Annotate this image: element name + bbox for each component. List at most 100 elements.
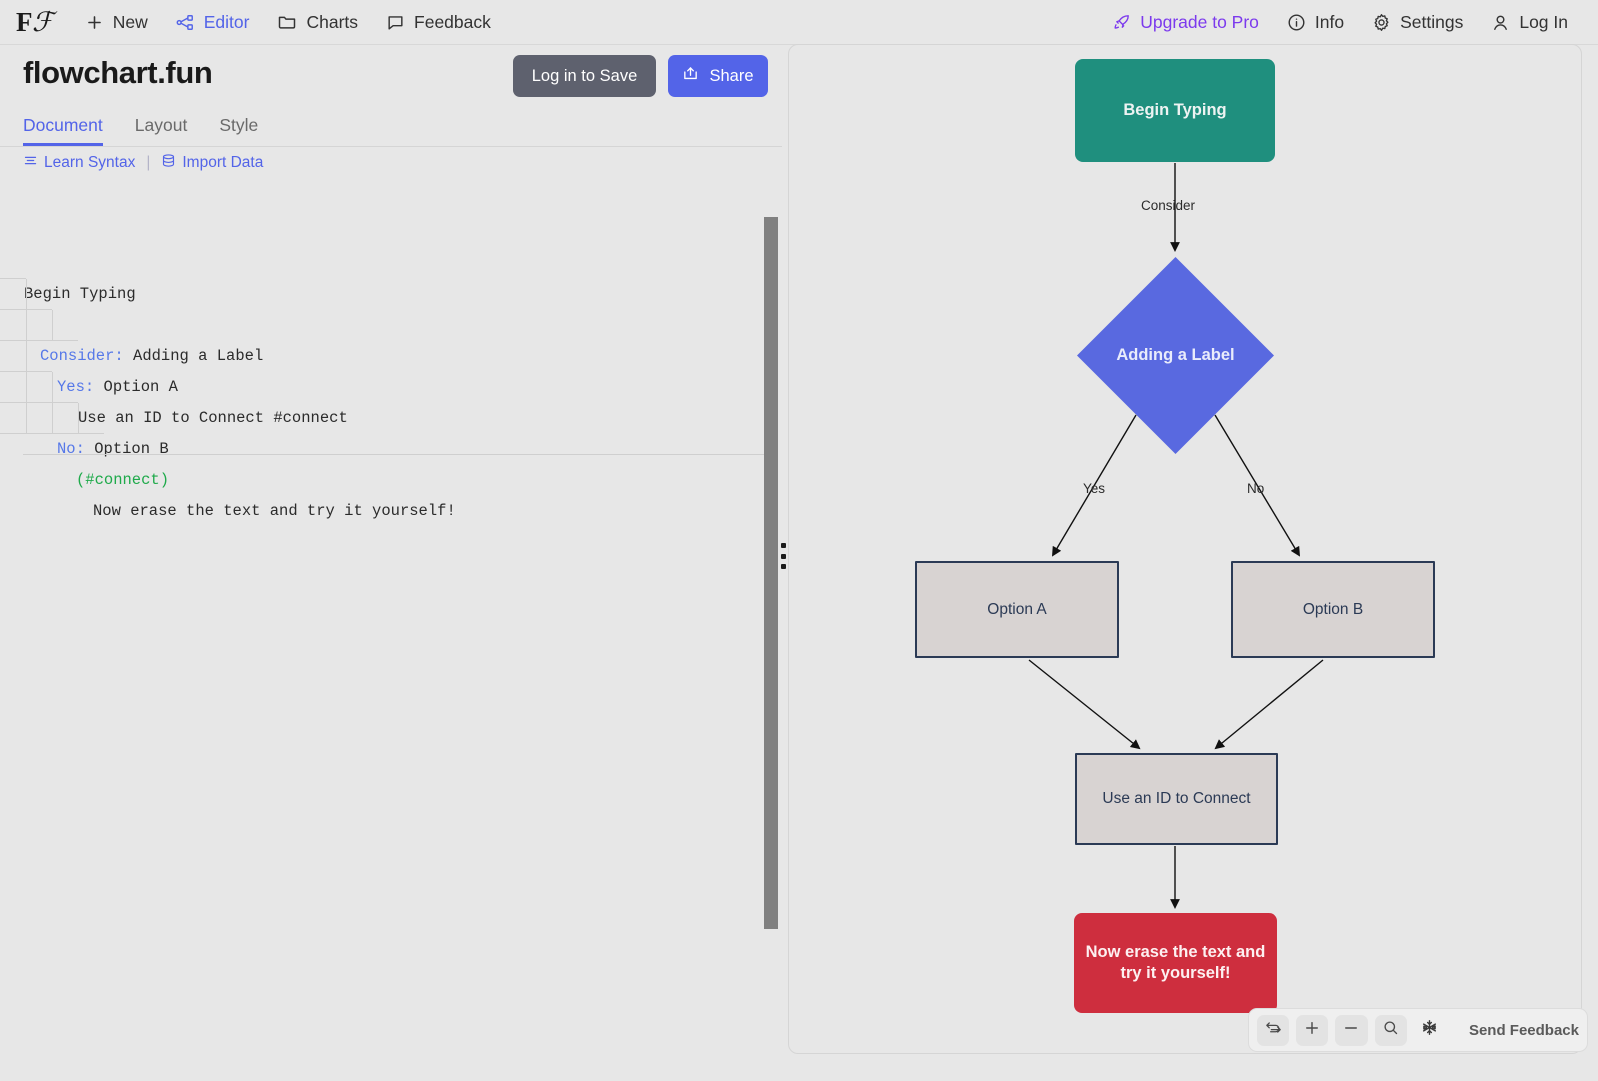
node-label: Option A — [987, 600, 1047, 618]
editor-scrollbar-thumb[interactable] — [764, 217, 778, 929]
editor-line-text: Use an ID to Connect #connect — [78, 409, 348, 427]
gear-icon — [1372, 13, 1391, 32]
indent-guides — [0, 310, 78, 341]
flowchart-canvas[interactable]: Begin Typing Adding a Label Option A Opt… — [788, 44, 1582, 1054]
share-button-label: Share — [709, 66, 754, 85]
graph-icon — [176, 13, 195, 32]
tab-document[interactable]: Document — [23, 116, 103, 146]
rocket-icon — [1112, 13, 1131, 32]
nav-item-settings-label: Settings — [1400, 11, 1464, 32]
panel-resize-handle[interactable] — [779, 543, 787, 569]
page-title: flowchart.fun — [23, 55, 213, 90]
zoom-in-button[interactable] — [1296, 1014, 1329, 1046]
plus-icon — [1303, 1019, 1321, 1042]
indent-guides — [0, 341, 52, 372]
nav-item-upgrade-to-pro[interactable]: Upgrade to Pro — [1098, 6, 1273, 39]
nav-item-info-label: Info — [1314, 11, 1345, 32]
editor-line[interactable] — [0, 434, 782, 465]
node-use-an-id-to-connect[interactable]: Use an ID to Connect — [1075, 753, 1278, 845]
editor-line[interactable]: Use an ID to Connect #connect — [0, 310, 782, 427]
editor-line[interactable]: (#connect) — [0, 372, 782, 489]
nav-item-feedback[interactable]: Feedback — [372, 6, 505, 39]
handle-dot — [780, 543, 786, 548]
learn-syntax-link[interactable]: Learn Syntax — [23, 153, 135, 173]
editor-keyword: No: — [57, 440, 85, 458]
nav-item-upgrade-label: Upgrade to Pro — [1140, 11, 1259, 32]
search-icon — [1382, 1019, 1399, 1041]
editor-line-body: Option B — [94, 440, 169, 458]
node-label: Begin Typing — [1123, 101, 1227, 120]
node-begin-typing[interactable]: Begin Typing — [1075, 59, 1275, 162]
share-button[interactable]: Share — [668, 55, 768, 97]
editor-line-body: Option A — [103, 378, 178, 396]
handle-dot — [780, 564, 786, 569]
nav-item-settings[interactable]: Settings — [1358, 6, 1477, 39]
zoom-out-button[interactable] — [1335, 1014, 1368, 1046]
node-label: Use an ID to Connect — [1102, 790, 1251, 808]
user-icon — [1491, 13, 1510, 32]
edge-label-no: No — [1247, 481, 1265, 496]
reset-layout-button[interactable] — [1257, 1014, 1290, 1046]
editor-line[interactable]: Yes: Option A — [0, 279, 782, 396]
zoom-fit-button[interactable] — [1374, 1014, 1407, 1046]
edge-label-yes: Yes — [1083, 481, 1106, 496]
editor-keyword: Yes: — [57, 378, 95, 396]
node-option-a[interactable]: Option A — [915, 561, 1119, 658]
editor-line-text: Yes: Option A — [0, 372, 782, 403]
folder-icon — [277, 12, 297, 32]
tab-layout[interactable]: Layout — [134, 114, 188, 135]
edge-label-consider: Consider — [1141, 198, 1196, 213]
nav-item-charts[interactable]: Charts — [263, 6, 372, 39]
canvas-toolbar: Send Feedback — [1248, 1008, 1588, 1052]
list-icon — [23, 153, 38, 173]
editor-line-text: No: Option B — [0, 434, 782, 465]
handle-dot — [780, 553, 786, 559]
reset-icon — [1265, 1019, 1282, 1041]
import-data-link[interactable]: Import Data — [161, 153, 263, 173]
top-navigation-bar: Fℱ New Editor — [0, 0, 1598, 45]
nav-item-log-in[interactable]: Log In — [1477, 6, 1582, 39]
send-feedback-button[interactable]: Send Feedback — [1468, 1021, 1579, 1039]
editor-bottom-divider — [23, 454, 768, 455]
node-label: Now erase the text and try it yourself! — [1085, 943, 1266, 982]
node-label: Option B — [1302, 600, 1364, 618]
plus-icon — [85, 13, 104, 32]
editor-sublinks: Learn Syntax | Import Data — [23, 153, 263, 173]
document-title-row: flowchart.fun Log in to Save Share — [0, 45, 782, 107]
editor-line[interactable]: Begin Typing — [0, 217, 782, 303]
log-in-to-save-button[interactable]: Log in to Save — [513, 55, 656, 97]
nav-item-info[interactable]: Info — [1273, 6, 1358, 39]
nav-item-editor[interactable]: Editor — [162, 6, 264, 39]
sublink-separator: | — [146, 154, 151, 171]
code-editor[interactable]: Begin Typing Consider: Adding a Label Ye… — [0, 217, 782, 520]
editor-line[interactable]: Consider: Adding a Label — [0, 248, 782, 365]
nav-right-group: Upgrade to Pro Info Settings Log In — [1098, 6, 1598, 39]
editor-keyword: Consider: — [40, 347, 124, 365]
nav-item-new[interactable]: New — [71, 6, 162, 39]
node-now-erase-the-text[interactable]: Now erase the text and try it yourself! — [1074, 913, 1277, 1013]
app-logo[interactable]: Fℱ — [16, 6, 53, 37]
nav-item-new-label: New — [112, 11, 148, 32]
editor-tabs: Document Layout Style — [0, 107, 782, 147]
editor-line[interactable]: Now erase the text and try it yourself! — [0, 403, 782, 520]
flowchart-edges — [1028, 163, 1324, 909]
tab-style[interactable]: Style — [219, 114, 259, 135]
freeze-button[interactable] — [1414, 1015, 1446, 1046]
indent-guides — [0, 403, 104, 434]
snowflake-icon — [1421, 1019, 1438, 1041]
editor-line-text: Consider: Adding a Label — [0, 341, 782, 372]
indent-guides — [0, 279, 52, 310]
learn-syntax-label: Learn Syntax — [44, 154, 136, 171]
minus-icon — [1342, 1019, 1360, 1042]
import-data-label: Import Data — [182, 154, 264, 171]
editor-line[interactable]: No: Option B — [0, 341, 782, 458]
left-editor-panel: flowchart.fun Log in to Save Share Docum… — [0, 45, 782, 1081]
database-icon — [161, 153, 176, 173]
nav-left-group: Fℱ New Editor — [0, 6, 505, 39]
node-option-b[interactable]: Option B — [1231, 561, 1435, 658]
indent-guides — [0, 372, 78, 403]
indent-guides — [0, 248, 26, 279]
editor-line-text: Begin Typing — [24, 285, 136, 303]
editor-line-body: Adding a Label — [133, 347, 264, 365]
info-icon — [1287, 13, 1306, 32]
